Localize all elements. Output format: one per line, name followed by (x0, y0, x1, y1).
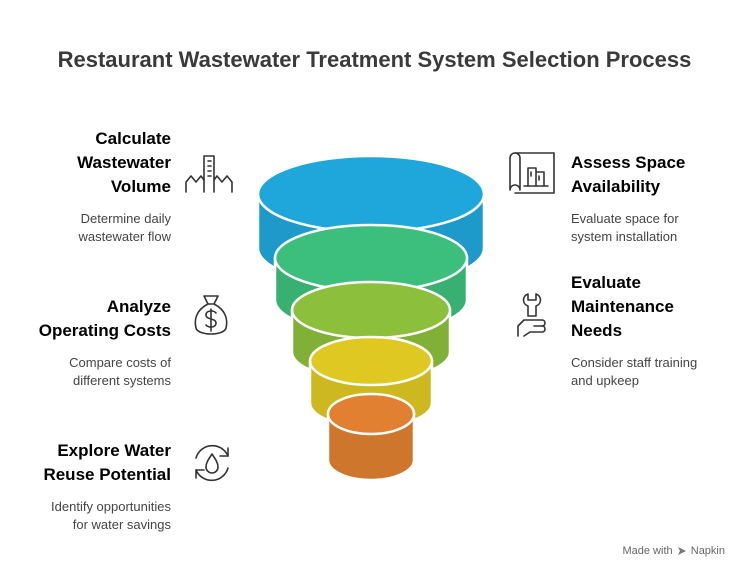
step-2-heading-line-1: Assess Space (571, 153, 686, 172)
step-4-description: Consider staff training and upkeep (571, 354, 741, 390)
step-5-heading-line-2: Reuse Potential (43, 465, 171, 484)
funnel-layer-3-top (290, 280, 452, 340)
funnel-layer-5 (326, 392, 416, 482)
step-3-heading: Analyze Operating Costs (20, 295, 171, 343)
step-5-heading-line-1: Explore Water (57, 441, 171, 460)
step-2-heading-line-2: Availability (571, 177, 661, 196)
step-2-desc-line-2: system installation (571, 229, 678, 244)
step-5-heading: Explore Water Reuse Potential (20, 439, 171, 487)
step-4-heading-line-3: Needs (571, 321, 623, 340)
diagram-title: Restaurant Wastewater Treatment System S… (57, 47, 692, 72)
footer-attribution: Made with Napkin (622, 545, 725, 557)
step-4-heading-line-2: Maintenance (571, 297, 674, 316)
napkin-logo-icon (677, 547, 686, 556)
step-5-desc-line-1: Identify opportunities (51, 499, 171, 514)
blueprint-icon (509, 152, 555, 194)
funnel-layer-4-top (308, 335, 434, 387)
step-3-desc-line-2: different systems (72, 373, 171, 388)
napkin-brand-label: Napkin (690, 545, 725, 558)
step-2-heading: Assess Space Availability (571, 151, 741, 199)
step-1-heading-line-1: Calculate (95, 129, 171, 148)
step-1-heading-line-3: Volume (110, 177, 171, 196)
funnel-layer-5-top (326, 392, 416, 436)
step-3-description: Compare costs of different systems (20, 354, 171, 390)
step-1-desc-line-1: Determine daily (80, 211, 171, 226)
wrench-hand-icon (517, 293, 546, 337)
step-3-heading-line-1: Analyze (106, 297, 171, 316)
step-1-heading-line-2: Wastewater (77, 153, 171, 172)
step-4-desc-line-1: Consider staff training (571, 355, 698, 370)
step-3-desc-line-1: Compare costs of (69, 355, 171, 370)
step-1-heading: Calculate Wastewater Volume (40, 127, 171, 199)
made-with-label: Made with (622, 545, 673, 558)
money-bag-icon (194, 295, 228, 335)
step-5-desc-line-2: for water savings (72, 517, 171, 532)
building-wave-icon (185, 155, 233, 193)
water-cycle-icon (195, 444, 229, 482)
step-2-desc-line-1: Evaluate space for (571, 211, 679, 226)
step-3-heading-line-2: Operating Costs (38, 321, 171, 340)
step-1-desc-line-2: wastewater flow (78, 229, 171, 244)
step-4-heading-line-1: Evaluate (571, 273, 641, 292)
funnel-layer-1-top (256, 154, 486, 234)
step-5-description: Identify opportunities for water savings (20, 498, 171, 534)
step-4-desc-line-2: and upkeep (571, 373, 639, 388)
step-1-description: Determine daily wastewater flow (20, 210, 171, 246)
step-2-description: Evaluate space for system installation (571, 210, 741, 246)
step-4-heading: Evaluate Maintenance Needs (571, 271, 741, 343)
